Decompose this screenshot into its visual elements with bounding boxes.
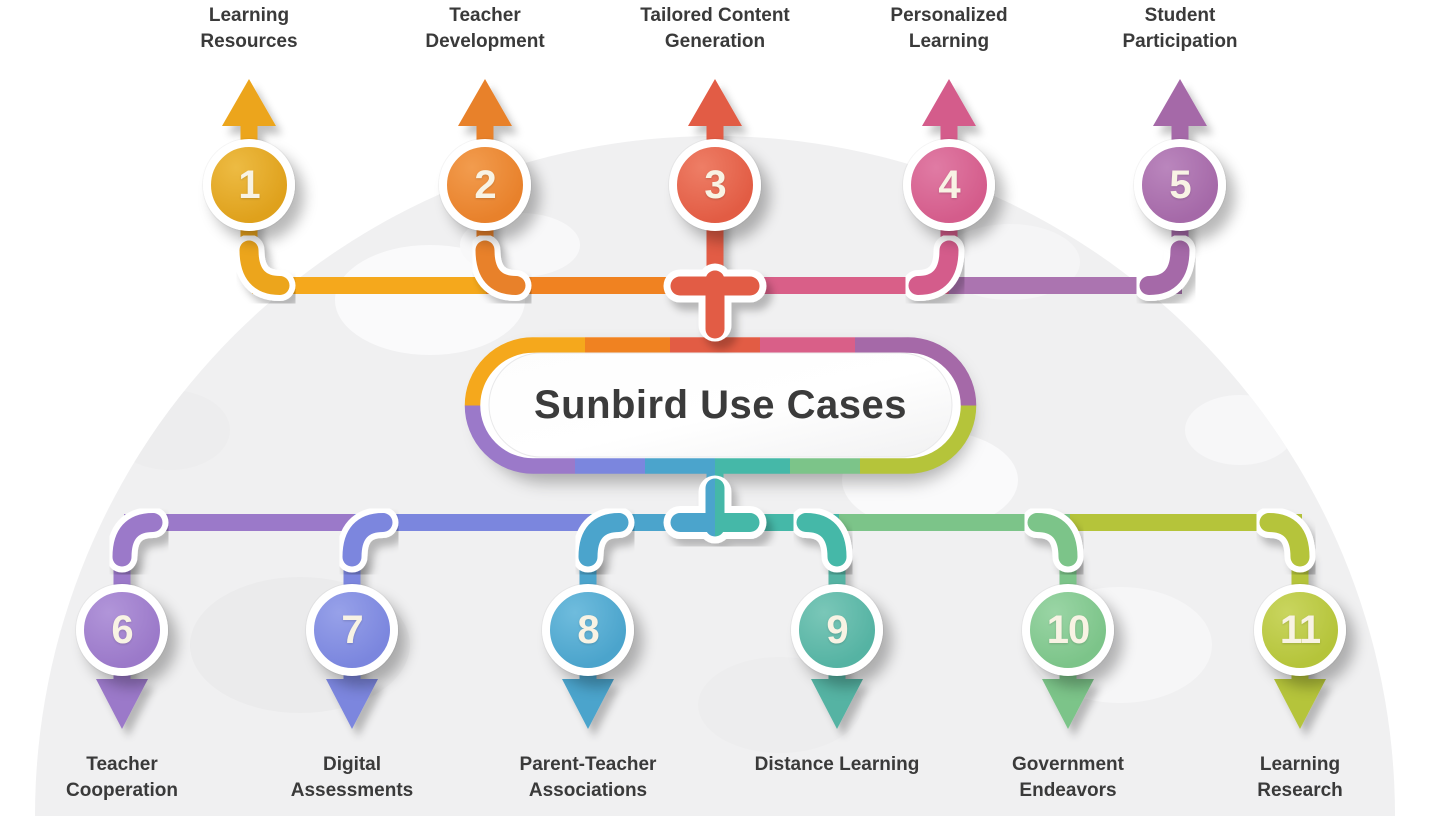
label-learning-resources: Learning Resources	[200, 5, 298, 52]
elbow-7	[336, 507, 399, 573]
node-4-number: 4	[938, 163, 960, 207]
elbow-9	[790, 507, 853, 573]
node-5: 5	[1134, 139, 1226, 231]
top-elbows	[233, 234, 1196, 301]
node-10-number: 10	[1046, 608, 1090, 652]
label-teacher-cooperation: Teacher Cooperation	[66, 754, 178, 801]
elbow-1	[233, 234, 296, 301]
elbow-5	[1133, 234, 1196, 301]
node-9: 9	[791, 584, 883, 676]
center-pill	[464, 337, 977, 474]
node-8: 8	[542, 584, 634, 676]
node-7-number: 7	[341, 608, 363, 652]
node-6: 6	[76, 584, 168, 676]
bottom-t-junction	[663, 475, 767, 544]
label-tailored-content-generation: Tailored Content Generation	[640, 5, 790, 52]
top-t-junction	[663, 263, 767, 342]
node-4: 4	[903, 139, 995, 231]
bottom-elbows	[106, 507, 1316, 573]
elbow-6	[106, 507, 169, 573]
label-student-participation: Student Participation	[1122, 5, 1238, 52]
label-personalized-learning: Personalized Learning	[890, 5, 1008, 52]
node-8-number: 8	[577, 608, 599, 652]
elbow-2	[469, 234, 532, 301]
node-7: 7	[306, 584, 398, 676]
node-1-number: 1	[238, 163, 260, 207]
elbow-8	[572, 507, 635, 573]
label-teacher-development: Teacher Development	[425, 5, 545, 52]
label-parent-teacher-associations: Parent-Teacher Associations	[519, 754, 657, 801]
node-6-number: 6	[111, 608, 133, 652]
label-digital-assessments: Digital Assessments	[290, 754, 414, 801]
label-distance-learning: Distance Learning	[754, 754, 920, 775]
node-11: 11	[1254, 584, 1346, 676]
node-10: 10	[1022, 584, 1114, 676]
pill-color-ring	[464, 337, 977, 474]
page-title: Sunbird Use Cases	[533, 382, 908, 427]
node-3-number: 3	[704, 163, 726, 207]
node-2-number: 2	[474, 163, 496, 207]
node-5-number: 5	[1169, 163, 1191, 207]
node-1: 1	[203, 139, 295, 231]
node-9-number: 9	[826, 608, 848, 652]
node-11-number: 11	[1279, 608, 1321, 652]
label-government-endeavors: Government Endeavors	[1012, 754, 1124, 801]
bottom-branch-line	[124, 514, 1302, 531]
elbow-10	[1021, 507, 1084, 573]
elbow-11	[1253, 507, 1316, 573]
node-3: 3	[669, 139, 761, 231]
node-2: 2	[439, 139, 531, 231]
label-learning-research: Learning Research	[1257, 754, 1343, 801]
elbow-4	[902, 234, 965, 301]
